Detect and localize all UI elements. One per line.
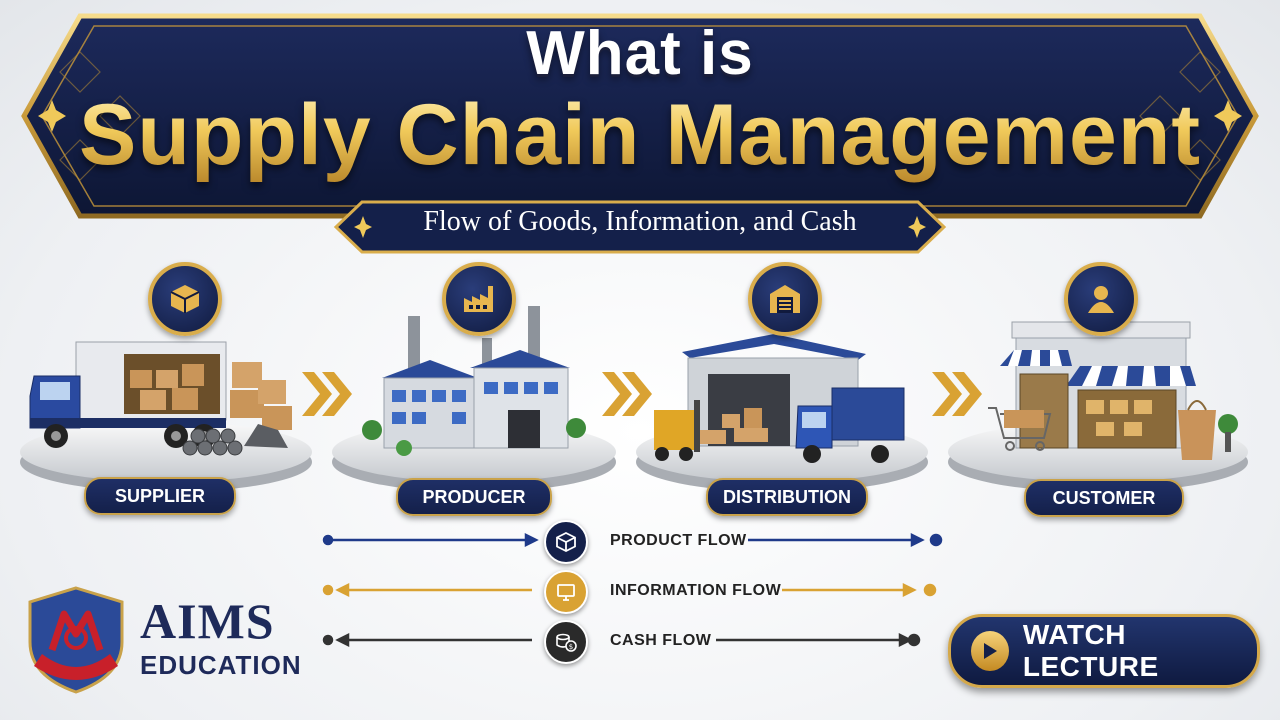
subtitle: Flow of Goods, Information, and Cash — [423, 206, 857, 237]
box-icon — [148, 262, 222, 336]
cash-flow-label: CASH FLOW — [610, 632, 712, 649]
supplier-truck-illustration — [29, 341, 292, 456]
brand-tagline: EDUCATION — [140, 650, 302, 680]
flow-arrows — [322, 532, 943, 648]
title-banner — [21, 13, 1259, 219]
stage-label-supplier: SUPPLIER — [84, 477, 236, 515]
product-flow-label: PRODUCT FLOW — [610, 532, 747, 549]
information-flow-label: INFORMATION FLOW — [610, 582, 782, 599]
brand-name: AIMS — [140, 593, 275, 649]
chevron-arrow-1 — [302, 372, 352, 416]
cash-flow-arrow — [322, 632, 921, 648]
computer-icon — [544, 570, 588, 614]
information-flow-arrow — [322, 582, 937, 598]
producer-factory-illustration — [362, 306, 586, 456]
product-flow-box-icon — [544, 520, 588, 564]
warehouse-icon — [748, 262, 822, 336]
aims-logo-shield — [28, 586, 124, 694]
stage-label-producer: PRODUCER — [396, 478, 552, 516]
svg-text:$: $ — [569, 643, 573, 651]
subtitle-ribbon — [333, 200, 947, 254]
person-icon — [1064, 262, 1138, 336]
watch-lecture-label: WATCH LECTURE — [1022, 619, 1159, 682]
chevron-arrow-3 — [932, 372, 982, 416]
watch-lecture-button[interactable]: WATCH LECTURE — [948, 614, 1260, 688]
chevron-arrow-2 — [602, 372, 652, 416]
factory-icon — [442, 262, 516, 336]
distribution-warehouse-illustration — [654, 334, 905, 463]
title-line-2: Supply Chain Management — [0, 86, 1280, 185]
title-line-1: What is — [526, 19, 754, 88]
coins-icon: $ — [544, 620, 588, 664]
stage-label-distribution: DISTRIBUTION — [706, 478, 868, 516]
stage-platforms — [20, 306, 1248, 492]
product-flow-arrow — [322, 532, 943, 548]
customer-shop-illustration — [988, 321, 1238, 460]
play-icon — [971, 631, 1009, 671]
stage-label-customer: CUSTOMER — [1024, 479, 1184, 517]
